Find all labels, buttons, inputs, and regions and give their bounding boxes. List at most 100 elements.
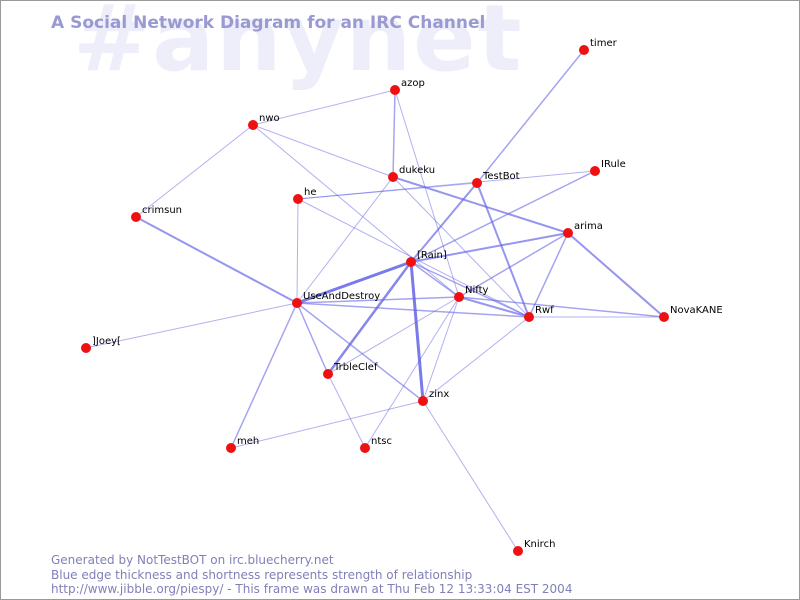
node-label: ntsc [371, 436, 392, 447]
node-dot [248, 120, 258, 130]
edge-arima-nifty [458, 232, 569, 298]
diagram-title: A Social Network Diagram for an IRC Chan… [51, 13, 486, 33]
node-label: azop [401, 78, 425, 89]
node-label: NovaKANE [670, 305, 723, 316]
node-dukeku: dukeku [388, 165, 435, 182]
edge-layer [85, 49, 665, 552]
node-azop: azop [390, 78, 425, 95]
footer: Generated by NotTestBOT on irc.bluecherr… [51, 553, 572, 597]
edge-rain-useanddestroy [296, 260, 412, 305]
node-nwo: nwo [248, 113, 280, 130]
node-label: Nifty [465, 285, 489, 296]
node-dot [292, 298, 302, 308]
node-crimsun: crimsun [131, 205, 182, 222]
edge-testbot-rain [410, 182, 478, 263]
node-testbot: TestBot [472, 171, 520, 188]
node-he: he [293, 187, 317, 204]
edge-he-useanddestroy [296, 198, 299, 304]
node-label: meh [237, 436, 259, 447]
node-irule: IRule [590, 159, 626, 176]
node-ntsc: ntsc [360, 436, 392, 453]
node-dot [659, 312, 669, 322]
node-dot [293, 194, 303, 204]
edge-crimsun-useanddestroy [135, 216, 298, 304]
node-dot [81, 343, 91, 353]
node-label: IRule [601, 159, 626, 170]
edge-testbot-rwf [476, 182, 530, 318]
node-dot [590, 166, 600, 176]
edge-useanddestroy-joey [85, 302, 298, 349]
node-meh: meh [226, 436, 259, 453]
node-dot [226, 443, 236, 453]
edge-rain-nifty [410, 261, 460, 298]
edge-arima-novakane [567, 232, 665, 318]
edge-irule-rain [410, 170, 596, 263]
node-dot [563, 228, 573, 238]
node-dot [406, 257, 416, 267]
edge-nwo-dukeku [252, 124, 394, 178]
edge-dukeku-useanddestroy [296, 176, 394, 304]
edge-nifty-ntsc [364, 296, 460, 449]
edge-rain-rwf [410, 261, 530, 318]
node-label: dukeku [399, 165, 435, 176]
node-rwf: Rwf [524, 305, 554, 322]
node-dot [454, 292, 464, 302]
node-label: Knirch [524, 539, 555, 550]
edge-nifty-trbleclef [327, 296, 460, 375]
node-timer: timer [579, 38, 618, 55]
edge-nifty-zinx [422, 296, 460, 402]
edge-azop-nifty [394, 89, 460, 298]
edge-azop-dukeku [392, 89, 396, 178]
edge-useanddestroy-meh [230, 302, 298, 449]
node-label: nwo [259, 113, 280, 124]
node-joey: ]Joey[ [81, 336, 121, 353]
edge-irule-he [297, 170, 596, 200]
edge-nwo-nifty [252, 124, 460, 298]
footer-legend-note: Blue edge thickness and shortness repres… [51, 567, 473, 582]
node-dot [472, 178, 482, 188]
node-label: ]Joey[ [92, 336, 121, 347]
node-label: zinx [429, 389, 449, 400]
edge-nwo-crimsun [135, 124, 254, 218]
edge-arima-rain [410, 232, 569, 263]
edge-nifty-novakane [458, 296, 665, 318]
edge-rain-zinx [409, 261, 425, 402]
node-label: timer [590, 38, 618, 49]
edge-trbleclef-ntsc [327, 373, 366, 449]
node-dot [388, 172, 398, 182]
node-trbleclef: TrbleClef [323, 362, 378, 379]
edge-zinx-meh [230, 400, 424, 449]
edge-useanddestroy-zinx [296, 302, 424, 402]
node-arima: arima [563, 221, 603, 238]
edge-zinx-knirch [422, 400, 519, 552]
node-knirch: Knirch [513, 539, 555, 556]
node-zinx: zinx [418, 389, 449, 406]
footer-generated-by: Generated by NotTestBOT on irc.bluecherr… [51, 553, 334, 567]
edge-rain-trbleclef [326, 261, 413, 375]
node-dot [323, 369, 333, 379]
node-label: TestBot [482, 171, 520, 182]
node-dot [513, 546, 523, 556]
edge-azop-nwo [252, 89, 396, 126]
edge-arima-rwf [528, 232, 569, 318]
node-label: Rwf [535, 305, 554, 316]
channel-watermark: #anynet [73, 0, 524, 92]
node-dot [418, 396, 428, 406]
edge-timer-testbot [476, 49, 585, 184]
edge-rwf-zinx [422, 316, 530, 402]
node-label: [Rain] [417, 250, 447, 261]
edge-nifty-useanddestroy [296, 296, 460, 304]
node-useanddestroy: UseAndDestroy [292, 291, 380, 308]
node-rain: [Rain] [406, 250, 447, 267]
edge-nifty-rwf [458, 296, 530, 318]
edge-dukeku-arima [392, 176, 569, 234]
node-label: TrbleClef [333, 362, 378, 373]
node-dot [360, 443, 370, 453]
node-label: arima [574, 221, 603, 232]
node-label: he [304, 187, 317, 198]
node-dot [131, 212, 141, 222]
node-dot [390, 85, 400, 95]
